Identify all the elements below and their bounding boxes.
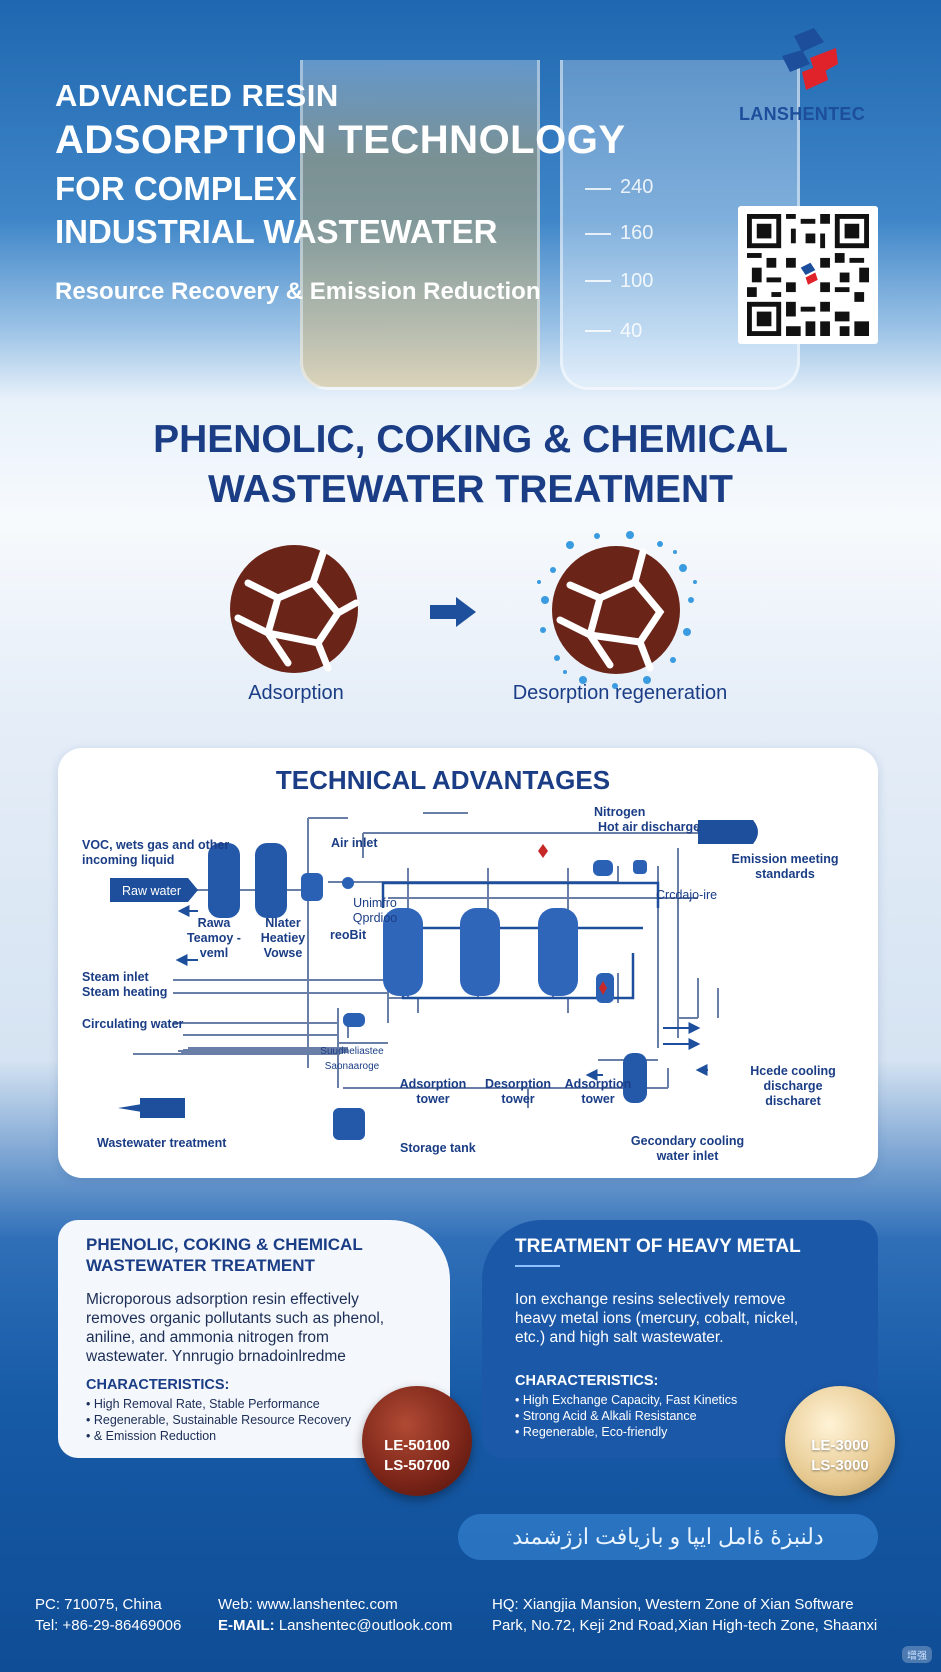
label-hot-air: Hot air discharge — [598, 820, 701, 834]
phenolic-product-codes: LE-50100 LS-50700 — [362, 1436, 472, 1476]
beaker-mark: 240 — [620, 176, 654, 198]
label-steam-heating: Steam heating — [82, 985, 168, 999]
phenolic-characteristics-heading: CHARACTERISTICS: — [86, 1377, 230, 1393]
label-secondary-cooling: Gecondary cooling water inlet — [630, 1134, 745, 1163]
footer-address-line-2: Park, No.72, Keji 2nd Road,Xian High-tec… — [492, 1617, 878, 1634]
product-code: LE-3000 — [811, 1437, 869, 1454]
label-raw-water: Raw water — [122, 884, 182, 898]
label-adsorption-tower-1: Adsorption tower — [399, 1077, 467, 1106]
list-item: • Regenerable, Eco-friendly — [515, 1425, 668, 1439]
hero-title-line-4: INDUSTRIAL WASTEWATER — [55, 213, 498, 250]
list-item: • & Emission Reduction — [86, 1429, 217, 1443]
divider — [515, 1265, 560, 1267]
beaker-tick — [585, 233, 611, 235]
footer-address-line-1: HQ: Xiangjia Mansion, Western Zone of Xi… — [492, 1596, 854, 1613]
phenolic-card-title: PHENOLIC, COKING & CHEMICAL WASTEWATER T… — [86, 1235, 363, 1275]
product-code: LS-50700 — [384, 1457, 450, 1474]
product-code: LS-3000 — [811, 1457, 869, 1474]
beaker-mark: 160 — [620, 222, 654, 244]
label-steam-inlet: Steam inlet — [82, 970, 149, 984]
phenolic-card-body: Microporous adsorption resin effectively… — [86, 1291, 385, 1365]
resin-bead-dark — [362, 1386, 472, 1496]
footer-contact-middle: Web: www.lanshentec.com E-MAIL: Lanshent… — [218, 1594, 453, 1636]
list-item: • High Removal Rate, Stable Performance — [86, 1397, 320, 1411]
heavy-metal-product-codes: LE-3000 LS-3000 — [785, 1436, 895, 1476]
product-code: LE-50100 — [384, 1437, 450, 1454]
process-flow-diagram — [110, 812, 758, 1140]
hero-title-line-3: FOR COMPLEX — [55, 170, 298, 207]
qr-code[interactable] — [738, 206, 878, 344]
beaker-left-illustration — [300, 60, 540, 390]
footer-email[interactable]: Lanshentec@outlook.com — [278, 1617, 453, 1634]
beaker-mark: 40 — [620, 320, 643, 342]
heavy-metal-characteristics-heading: CHARACTERISTICS: — [515, 1373, 659, 1389]
label-storage-tank: Storage tank — [400, 1141, 476, 1155]
label-desorption-tower: Desorption tower — [485, 1077, 551, 1106]
footer-address: HQ: Xiangjia Mansion, Western Zone of Xi… — [492, 1594, 877, 1636]
heavy-metal-characteristics-list: • High Exchange Capacity, Fast Kinetics … — [515, 1392, 737, 1440]
footer-postcode: PC: 710075, China — [35, 1596, 162, 1613]
heavy-metal-card-body: Ion exchange resins selectively remove h… — [515, 1291, 799, 1346]
label-unclear-4: Suudneliastee Saonaaroge — [320, 1046, 384, 1072]
watermark-badge: 增强 — [902, 1646, 932, 1663]
list-item: • High Exchange Capacity, Fast Kinetics — [515, 1393, 738, 1407]
section-title-line-2: WASTEWATER TREATMENT — [207, 468, 733, 511]
desorption-label: Desorption regeneration — [512, 682, 728, 704]
slogan-banner: دلنبزۀ ۀامل ایپا و بازیافت ازژشمند — [458, 1514, 878, 1560]
label-air-inlet: Air inlet — [331, 836, 378, 850]
label-raw-tank: Rawa Teamoy - veml — [187, 916, 241, 960]
label-adsorption-tower-2: Adsorption tower — [564, 1077, 632, 1106]
label-wastewater-treatment: Wastewater treatment — [97, 1136, 227, 1150]
qr-code-icon — [747, 214, 869, 336]
arrow-right-icon — [430, 597, 476, 627]
footer-contact-left: PC: 710075, China Tel: +86-29-86469006 — [35, 1594, 181, 1636]
heavy-metal-card-title: TREATMENT OF HEAVY METAL — [515, 1236, 801, 1257]
footer-email-row: E-MAIL: Lanshentec@outlook.com — [218, 1615, 453, 1636]
beaker-tick — [585, 280, 611, 282]
footer-email-label: E-MAIL: — [218, 1617, 275, 1634]
label-unclear-1: Unimfro Qprdioo — [352, 896, 398, 925]
hero-title-line-1: ADVANCED RESIN — [55, 78, 339, 113]
footer-website[interactable]: Web: www.lanshentec.com — [218, 1596, 398, 1613]
label-unclear-2: reoBit — [330, 928, 367, 942]
adsorption-bead-illustration — [230, 545, 360, 673]
hero-subtitle: Resource Recovery & Emission Reduction — [55, 278, 541, 305]
beaker-tick — [585, 188, 611, 190]
brand-name: LANSHENTEC — [739, 104, 866, 124]
adsorption-label: Adsorption — [248, 682, 344, 704]
label-voc: VOC, wets gas and other incoming liquid — [82, 838, 230, 867]
label-water-tank: Nlater Heatiey Vowse — [260, 916, 306, 960]
beaker-mark: 100 — [620, 270, 654, 292]
lanshentec-logo-icon — [782, 28, 838, 90]
list-item: • Strong Acid & Alkali Resistance — [515, 1409, 697, 1423]
section-title-line-1: PHENOLIC, COKING & CHEMICAL — [153, 418, 788, 461]
technical-advantages-title: TECHNICAL ADVANTAGES — [275, 765, 611, 795]
label-nitrogen: Nitrogen — [594, 805, 646, 819]
list-item: • Regenerable, Sustainable Resource Reco… — [86, 1413, 351, 1427]
label-circulating-water: Circulating water — [82, 1017, 184, 1031]
phenolic-characteristics-list: • High Removal Rate, Stable Performance … — [86, 1396, 351, 1444]
desorption-bead-illustration — [537, 531, 697, 689]
footer-phone[interactable]: Tel: +86-29-86469006 — [35, 1617, 182, 1634]
resin-bead-light — [785, 1386, 895, 1496]
label-emission: Emission meeting standards — [731, 852, 839, 881]
label-unclear-3: Crcdajo-ire — [656, 888, 718, 902]
beaker-tick — [585, 330, 611, 332]
label-cooling-discharge: Hcede cooling discharge discharet — [750, 1064, 836, 1108]
hero-title-line-2: ADSORPTION TECHNOLOGY — [55, 118, 626, 162]
section-title: PHENOLIC, COKING & CHEMICAL WASTEWATER T… — [0, 415, 941, 515]
